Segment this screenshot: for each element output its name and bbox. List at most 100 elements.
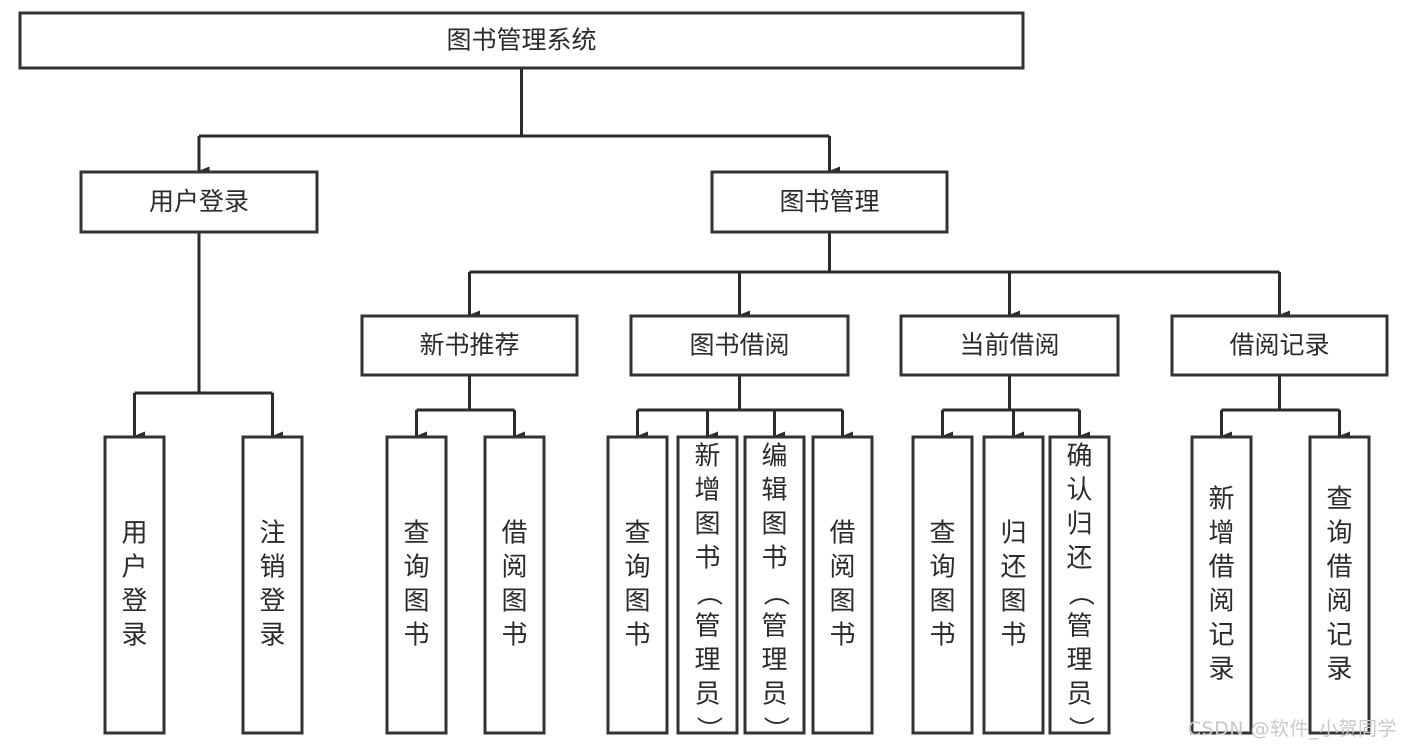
node-box: [899, 314, 1120, 377]
node-label: 图书借阅: [689, 331, 789, 360]
node-box: [911, 435, 974, 735]
node-label-char: 认: [1066, 476, 1092, 506]
node-label: 当前借阅: [959, 331, 1059, 360]
node-label-char: 借: [1208, 553, 1234, 583]
node-label-char: ）: [1065, 716, 1095, 742]
node-label-char: 借: [829, 519, 855, 549]
node-box: [1048, 435, 1111, 735]
watermark-text: CSDN @软件_小贺同学: [1187, 718, 1397, 740]
node-label-char: 录: [121, 621, 147, 651]
node-label-char: 理: [694, 646, 720, 676]
node-label-char: 管: [694, 612, 720, 642]
node-label-char: 图: [929, 587, 955, 617]
node-label-char: 书: [929, 621, 955, 651]
node-label-char: 图: [501, 587, 527, 617]
node-label-char: 辑: [761, 476, 787, 506]
node-label-char: 书: [1000, 621, 1026, 651]
node-label-char: 书: [694, 544, 720, 574]
node-label-char: 录: [1326, 655, 1352, 685]
node-label-char: 员: [1066, 680, 1092, 710]
node-label-char: 记: [1208, 621, 1234, 651]
node-box: [982, 435, 1045, 735]
node-label-char: 录: [1208, 655, 1234, 685]
node-label-char: 归: [1066, 510, 1092, 540]
node-label-char: 书: [761, 544, 787, 574]
level3-node-图书借阅[interactable]: 图书借阅: [629, 314, 850, 377]
node-label-char: （: [693, 580, 723, 606]
leaf-node-用户登录[interactable]: 用户登录: [103, 435, 166, 735]
node-label: 图书管理: [779, 187, 879, 216]
node-label-char: 图: [624, 587, 650, 617]
node-label-char: 员: [761, 680, 787, 710]
node-box: [79, 170, 319, 234]
node-label: 图书管理系统: [446, 26, 596, 55]
level3-node-新书推荐[interactable]: 新书推荐: [360, 314, 579, 377]
node-label-char: 登: [259, 587, 285, 617]
root-node-图书管理系统[interactable]: 图书管理系统: [18, 11, 1025, 70]
node-label-char: 销: [259, 553, 285, 583]
node-label: 借阅记录: [1229, 331, 1329, 360]
node-label-char: 新: [694, 442, 720, 472]
node-box: [606, 435, 669, 735]
node-label-char: ）: [693, 716, 723, 742]
node-label-char: 增: [694, 476, 720, 506]
node-label-char: 登: [121, 587, 147, 617]
node-label-char: 确: [1066, 442, 1092, 472]
node-label-char: 记: [1326, 621, 1352, 651]
node-box: [1190, 435, 1253, 735]
level2-node-图书管理[interactable]: 图书管理: [710, 170, 949, 234]
node-label-char: 图: [1000, 587, 1026, 617]
node-label-char: 理: [761, 646, 787, 676]
node-label-char: 还: [1000, 553, 1026, 583]
node-box: [743, 435, 806, 735]
node-label-char: 图: [694, 510, 720, 540]
node-box: [676, 435, 739, 735]
node-label-char: 阅: [1208, 587, 1234, 617]
node-label-char: 员: [694, 680, 720, 710]
node-label-char: 阅: [501, 553, 527, 583]
node-label-char: 查: [624, 519, 650, 549]
node-label-char: 图: [761, 510, 787, 540]
node-label-char: 注: [259, 519, 285, 549]
node-box: [103, 435, 166, 735]
level3-node-借阅记录[interactable]: 借阅记录: [1170, 314, 1389, 377]
node-label-char: 户: [121, 553, 147, 583]
node-box: [483, 435, 546, 735]
level3-node-当前借阅[interactable]: 当前借阅: [899, 314, 1120, 377]
node-label-char: 图: [403, 587, 429, 617]
level2-node-用户登录[interactable]: 用户登录: [79, 170, 319, 234]
node-label-char: ）: [760, 716, 790, 742]
node-label-char: 管: [761, 612, 787, 642]
node-label-char: 归: [1000, 519, 1026, 549]
node-box: [811, 435, 874, 735]
node-box: [18, 11, 1025, 70]
node-label-char: 询: [403, 553, 429, 583]
node-label: 用户登录: [149, 187, 249, 216]
node-label-char: 查: [403, 519, 429, 549]
node-label-char: 查: [1326, 485, 1352, 515]
node-label: 新书推荐: [419, 331, 519, 360]
node-label-char: 书: [403, 621, 429, 651]
node-label-char: 新: [1208, 485, 1234, 515]
node-label-char: 还: [1066, 544, 1092, 574]
node-label-char: 书: [829, 621, 855, 651]
node-label-char: 管: [1066, 612, 1092, 642]
node-label-char: 录: [259, 621, 285, 651]
node-box: [629, 314, 850, 377]
node-label-char: 书: [624, 621, 650, 651]
node-label-char: 编: [761, 442, 787, 472]
